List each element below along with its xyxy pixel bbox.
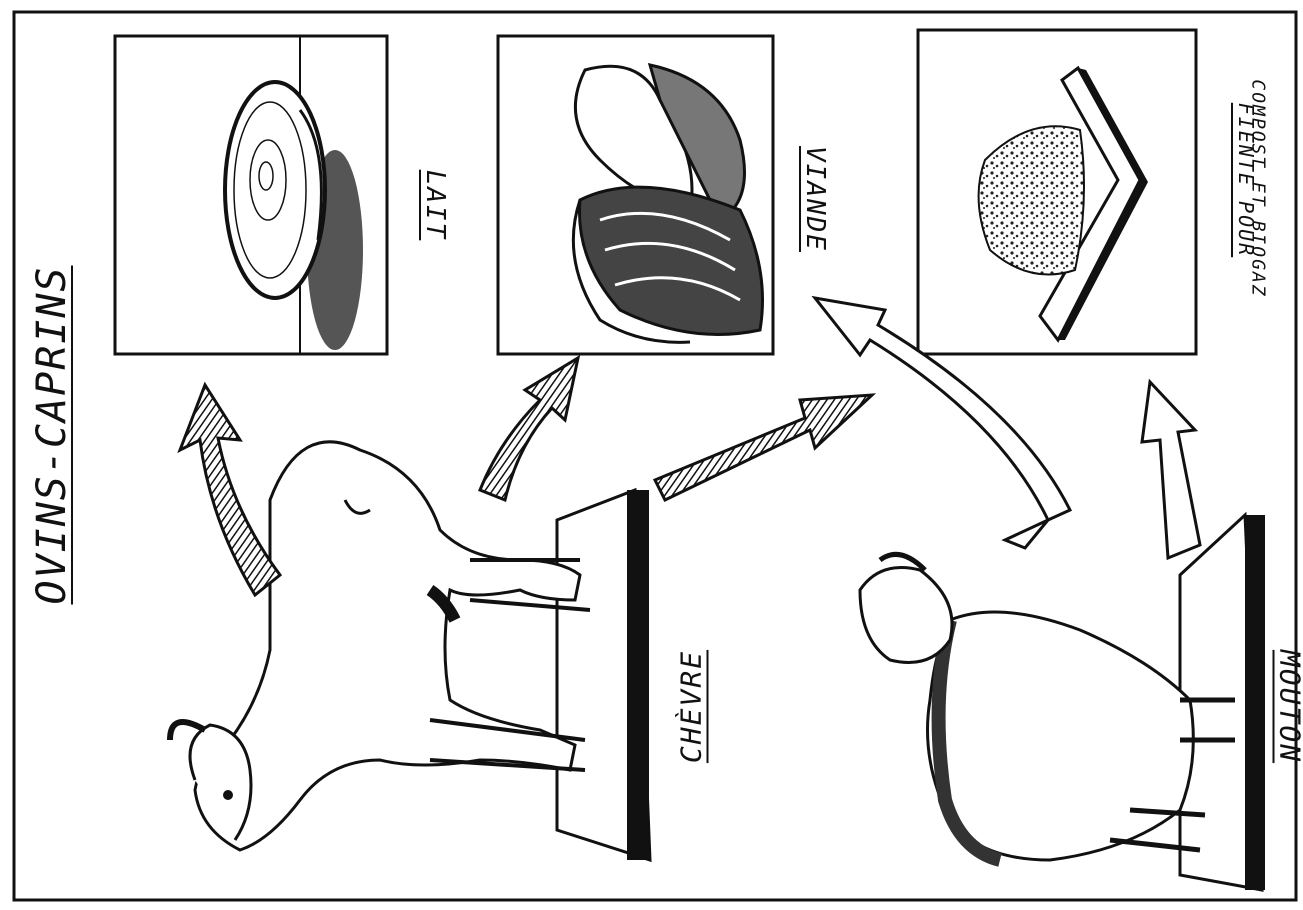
- droppings-label-line2: COMPOST ET BIOGAZ: [1248, 39, 1269, 339]
- arrow-goat-to-meat: [480, 358, 578, 500]
- arrow-goat-to-meat-2: [655, 395, 872, 500]
- diagram-title: OVINS-CAPRINS: [29, 265, 75, 605]
- milk-panel: [115, 36, 387, 354]
- arrow-goat-to-milk: [180, 385, 280, 595]
- meat-label: VIANDE: [800, 119, 830, 279]
- sheep-illustration: [860, 515, 1265, 890]
- goat-label: CHÈVRE: [675, 617, 708, 797]
- droppings-panel: [918, 30, 1196, 354]
- arrow-sheep-to-droppings: [1142, 382, 1200, 558]
- milk-label: LAIT: [420, 145, 450, 265]
- sheep-label: MOUTON: [1274, 607, 1303, 807]
- meat-panel: [498, 36, 773, 354]
- goat-illustration: [170, 442, 650, 860]
